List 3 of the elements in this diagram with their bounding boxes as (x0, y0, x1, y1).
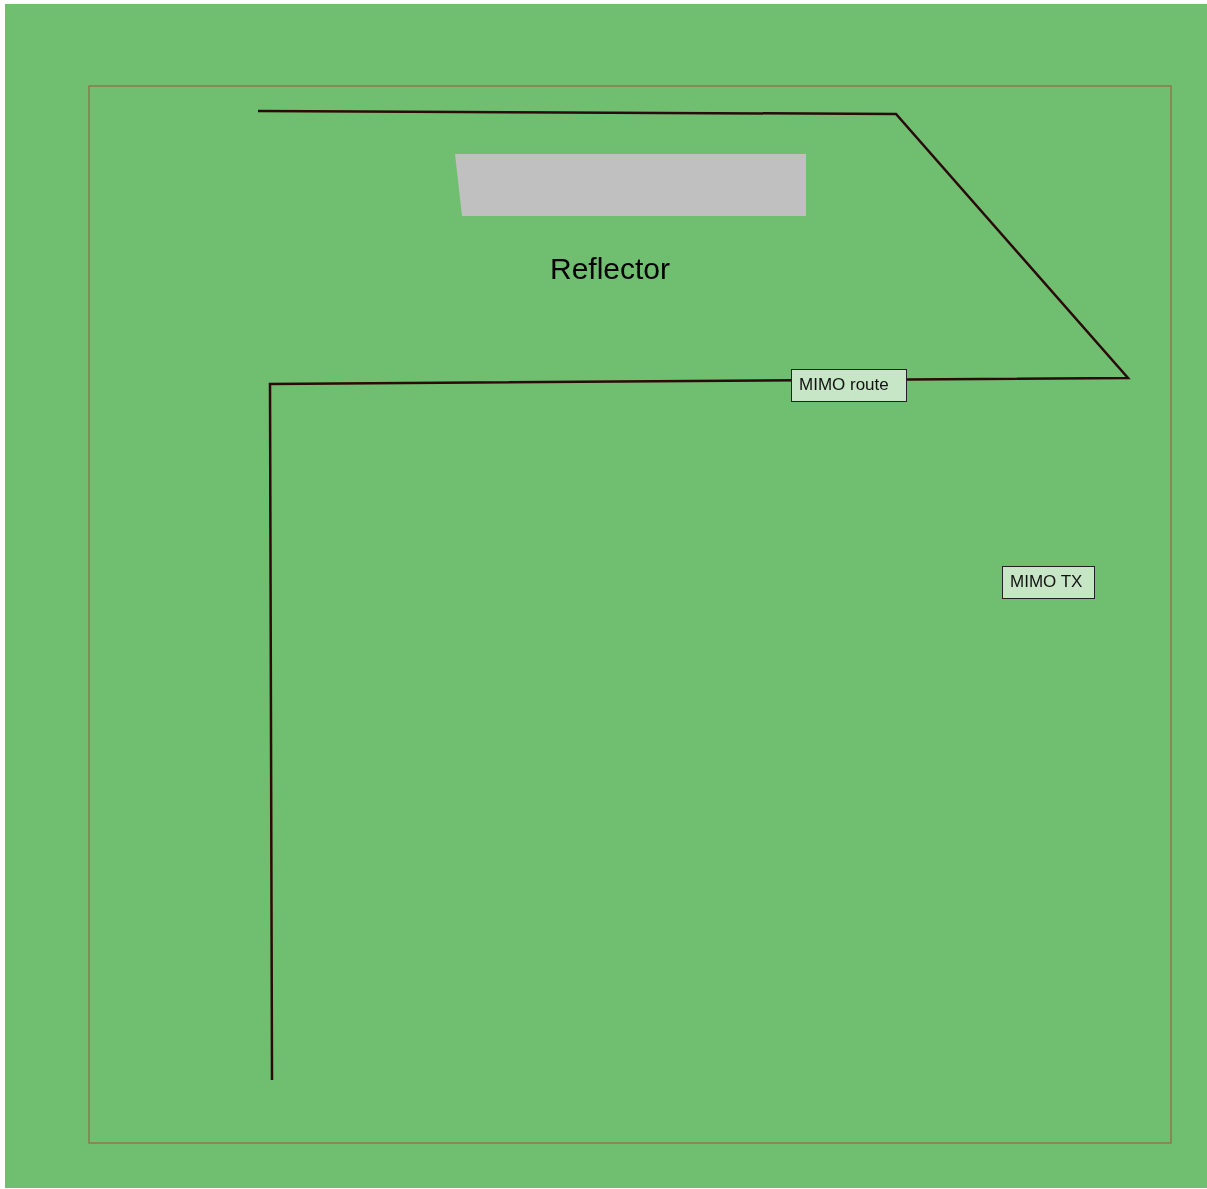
map-label: MIMO route (791, 369, 907, 402)
area-label: Reflector (550, 252, 671, 286)
map-label: MIMO TX (1002, 566, 1095, 599)
